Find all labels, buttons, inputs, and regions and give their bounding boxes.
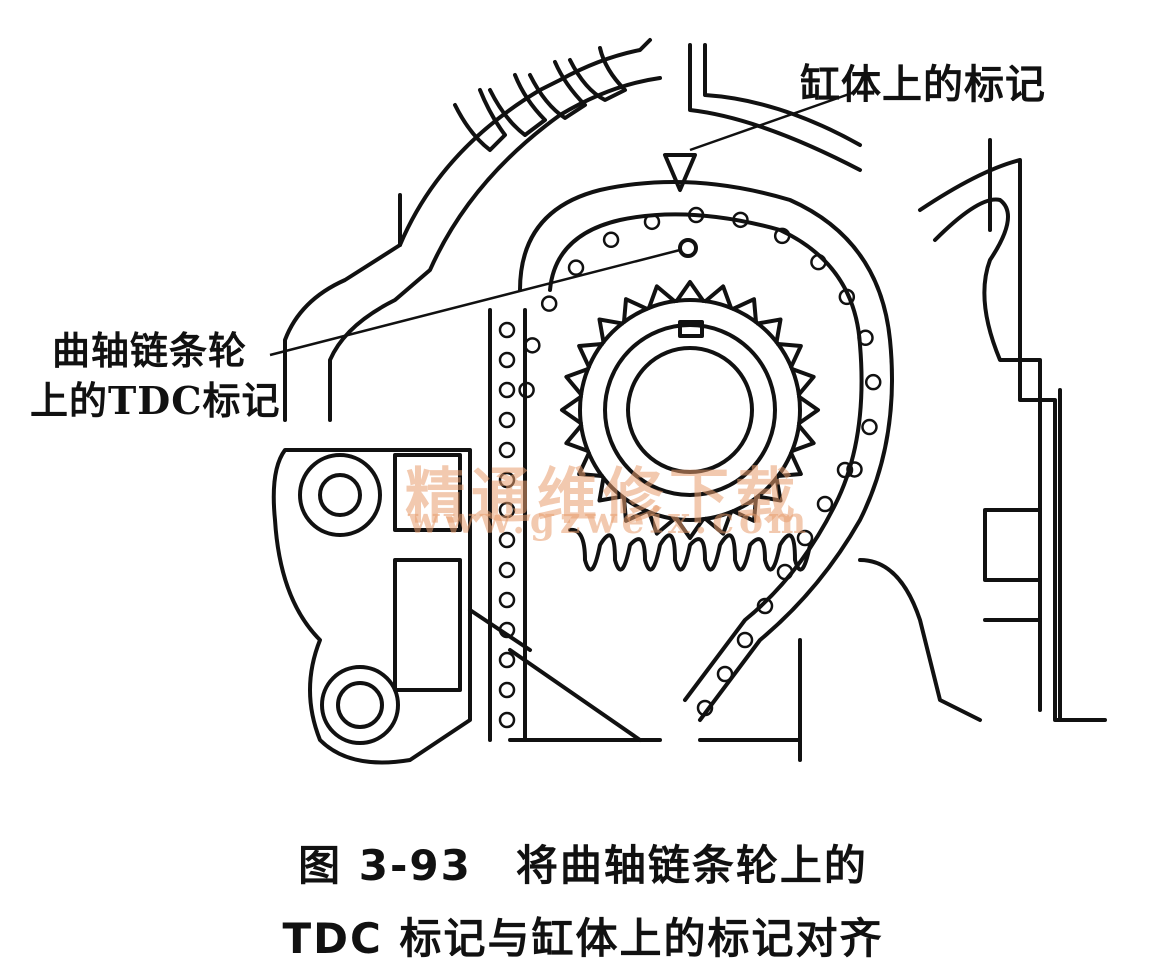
chain-link-pin <box>643 213 661 231</box>
tdc-mark-dot <box>678 238 698 258</box>
timing-diagram <box>269 38 1107 765</box>
sprocket-tooth <box>621 297 649 325</box>
chain-link-pin <box>756 597 774 615</box>
chain-link-pin <box>602 231 620 249</box>
chain-link-pin <box>498 621 516 639</box>
chain-link-pin <box>498 321 516 339</box>
chain-link-pin <box>732 211 749 229</box>
figure-caption-line2: TDC 标记与缸体上的标记对齐 <box>282 914 884 963</box>
sprocket-tooth <box>797 394 820 426</box>
chain-link-pin <box>864 373 882 391</box>
chain-link-pin <box>846 461 863 478</box>
chain-link-pin <box>498 441 516 459</box>
chain-link-pin <box>498 351 516 369</box>
sprocket-tooth <box>597 317 625 345</box>
chain-link-pin <box>857 329 874 347</box>
chain-link-pin <box>687 206 705 224</box>
chain-link-pin <box>498 561 516 579</box>
chain-link-pin <box>540 295 558 312</box>
chain-link-pin <box>716 665 734 683</box>
chain-link-pin <box>498 471 516 489</box>
label-block-mark: 缸体上的标记 <box>800 61 1046 108</box>
label-tdc-mark: 上的TDC标记 <box>30 378 281 423</box>
sprocket-tooth <box>647 284 677 310</box>
label-crankshaft-sprocket: 曲轴链条轮 <box>52 328 248 373</box>
sprocket-tooth <box>647 510 677 536</box>
sprocket-tooth <box>775 451 803 479</box>
sprocket-tooth <box>621 495 649 523</box>
chain-link-pin <box>498 681 516 699</box>
chain-link-pin <box>518 381 535 399</box>
chain-link-pin <box>810 253 827 271</box>
sprocket-tooth <box>674 280 706 303</box>
chain-link-pin <box>498 711 516 729</box>
chain-link-pin <box>498 381 516 399</box>
chain-link-pin <box>567 259 585 276</box>
chain-link-pin <box>736 631 754 649</box>
sprocket-tooth <box>703 284 733 310</box>
chain-link-pin <box>498 531 516 549</box>
chain-link-pin <box>776 563 794 581</box>
lower-casting <box>271 448 802 765</box>
oil-pump-gear-teeth <box>568 527 812 572</box>
sprocket-tooth <box>755 317 783 345</box>
chain-link-pin <box>498 651 516 669</box>
sprocket-tooth <box>564 367 590 397</box>
chain-link-pin <box>836 461 854 479</box>
chain-link-pin <box>796 529 814 547</box>
timing-chain <box>488 180 894 742</box>
leader-line-tdc-mark <box>269 248 681 357</box>
chain-link-pin <box>838 288 856 306</box>
sprocket-tooth <box>790 367 816 397</box>
leader-line-block-mark <box>689 90 856 152</box>
sprocket-tooth <box>564 423 590 453</box>
chain-link-pin <box>696 699 714 717</box>
sprocket-tooth <box>755 475 783 503</box>
chain-link-pin <box>816 495 834 513</box>
sprocket-tooth <box>790 423 816 453</box>
chain-link-pin <box>498 591 516 609</box>
figure-caption-line1: 图 3-93 将曲轴链条轮上的 <box>298 841 868 890</box>
sprocket-tooth <box>577 451 605 479</box>
sprocket-tooth <box>775 341 803 369</box>
crankshaft-sprocket <box>560 280 820 572</box>
sprocket-tooth <box>703 510 733 536</box>
chain-link-pin <box>498 411 516 429</box>
chain-link-pin <box>861 418 878 436</box>
block-mark-triangle <box>663 153 697 192</box>
chain-link-pin <box>498 501 516 519</box>
sprocket-tooth <box>560 394 583 426</box>
sprocket-tooth <box>674 517 706 540</box>
chain-link-pin <box>773 227 791 245</box>
sprocket-tooth <box>597 475 625 503</box>
sprocket-tooth <box>731 297 759 325</box>
sprocket-tooth <box>577 341 605 369</box>
engine-cover-outline <box>283 38 1107 722</box>
sprocket-tooth <box>731 495 759 523</box>
chain-link-pin <box>524 337 541 354</box>
